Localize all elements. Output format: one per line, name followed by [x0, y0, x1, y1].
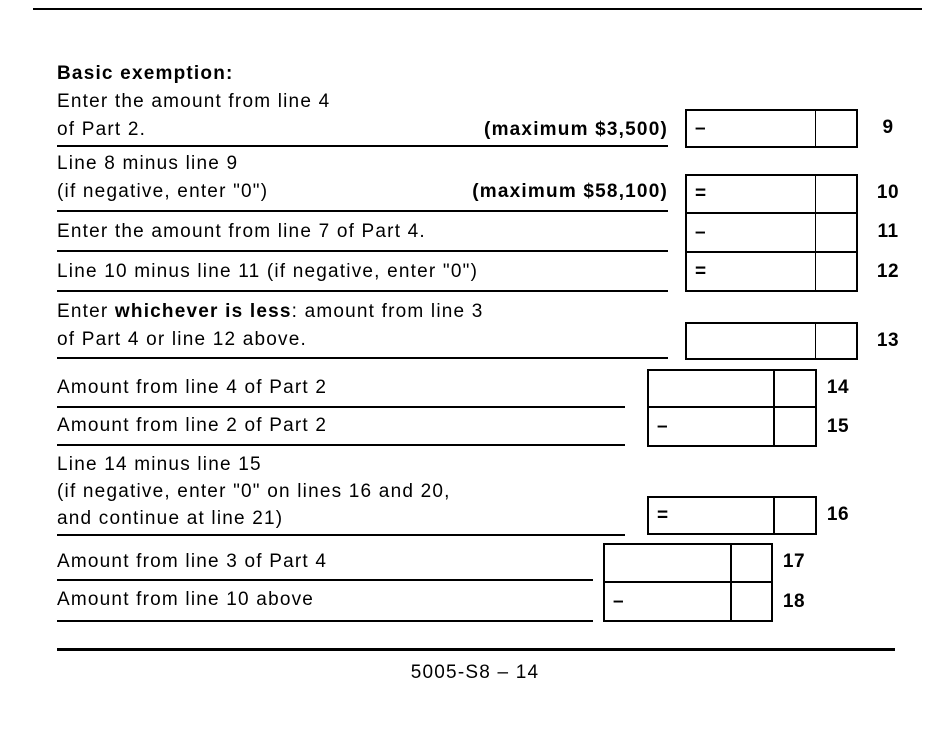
line-number-12: 12: [876, 261, 900, 282]
line14-amount-field[interactable]: [649, 371, 773, 406]
footer-separator-line: [57, 648, 895, 651]
line16-cents-field[interactable]: [773, 498, 815, 533]
line15-amount-box: –: [649, 406, 815, 445]
row13-line2: of Part 4 or line 12 above.: [57, 329, 307, 350]
row16-description: Line 14 minus line 15 (if negative, ente…: [57, 451, 451, 532]
minus-sign: –: [695, 117, 706, 139]
section-title: Basic exemption:: [57, 63, 234, 84]
line18-amount-box: –: [605, 581, 771, 620]
lines17-18-box-group: –: [603, 543, 773, 622]
row9-line2: of Part 2.: [57, 119, 147, 140]
line10-cents-field[interactable]: [815, 176, 856, 212]
row17-description: Amount from line 3 of Part 4: [57, 551, 328, 572]
row9-maximum: (maximum $3,500): [484, 119, 668, 140]
line10-amount-field[interactable]: =: [687, 176, 815, 212]
line15-cents-field[interactable]: [773, 408, 815, 445]
row10-line1: Line 8 minus line 9: [57, 153, 239, 174]
line-number-18: 18: [782, 591, 806, 612]
line-number-15: 15: [826, 416, 850, 437]
line9-amount-field[interactable]: –: [687, 111, 815, 146]
row9-description: Basic exemption: Enter the amount from l…: [57, 60, 330, 144]
row15-description: Amount from line 2 of Part 2: [57, 415, 328, 436]
row9-underline: [57, 145, 668, 147]
equals-sign: =: [695, 260, 707, 282]
row17-underline: [57, 579, 593, 581]
page-number: 5005-S8 – 14: [410, 662, 540, 683]
line9-amount-box: –: [685, 109, 858, 148]
row16-line3: and continue at line 21): [57, 508, 284, 529]
minus-sign: –: [695, 221, 706, 243]
row10-description: Line 8 minus line 9 (if negative, enter …: [57, 150, 268, 206]
line-number-11: 11: [877, 221, 899, 242]
row13-underline: [57, 357, 668, 359]
line13-cents-field[interactable]: [815, 324, 856, 358]
minus-sign: –: [657, 415, 668, 437]
row9-line1: Enter the amount from line 4: [57, 91, 331, 112]
line-number-9: 9: [882, 117, 894, 138]
line16-amount-box: =: [647, 496, 817, 535]
row13-line1: Enter whichever is less: amount from lin…: [57, 301, 484, 322]
row10-maximum: (maximum $58,100): [472, 181, 668, 202]
lines10-12-box-group: = – =: [685, 174, 858, 292]
line-number-13: 13: [876, 330, 900, 351]
line14-cents-field[interactable]: [773, 371, 815, 406]
line-number-16: 16: [826, 504, 850, 525]
row10-underline: [57, 210, 668, 212]
row11-underline: [57, 250, 668, 252]
row18-description: Amount from line 10 above: [57, 589, 315, 610]
line12-cents-field[interactable]: [815, 253, 856, 290]
line13-amount-box: [685, 322, 858, 360]
line9-cents-field[interactable]: [815, 111, 856, 146]
row12-description: Line 10 minus line 11 (if negative, ente…: [57, 261, 479, 282]
row14-description: Amount from line 4 of Part 2: [57, 377, 328, 398]
top-separator-line: [33, 8, 922, 10]
row16-underline: [57, 534, 625, 536]
line-number-17: 17: [782, 551, 806, 572]
row11-description: Enter the amount from line 7 of Part 4.: [57, 221, 426, 242]
line11-cents-field[interactable]: [815, 214, 856, 251]
line12-amount-field[interactable]: =: [687, 253, 815, 290]
line12-amount-box: =: [687, 251, 856, 290]
line-number-14: 14: [826, 377, 850, 398]
line17-amount-field[interactable]: [605, 545, 730, 581]
line-number-10: 10: [876, 182, 900, 203]
line13-amount-field[interactable]: [687, 324, 815, 358]
minus-sign: –: [613, 590, 624, 612]
lines14-15-box-group: –: [647, 369, 817, 447]
row12-underline: [57, 290, 668, 292]
row16-line2: (if negative, enter "0" on lines 16 and …: [57, 481, 451, 502]
line15-amount-field[interactable]: –: [649, 408, 773, 445]
line17-cents-field[interactable]: [730, 545, 771, 581]
equals-sign: =: [695, 183, 707, 204]
row18-underline: [57, 620, 593, 622]
row15-underline: [57, 444, 625, 446]
row10-line2: (if negative, enter "0"): [57, 181, 269, 202]
whichever-is-less-bold: whichever is less: [114, 301, 292, 322]
line10-amount-box: =: [687, 176, 856, 212]
equals-sign: =: [657, 504, 669, 526]
row13-description: Enter whichever is less: amount from lin…: [57, 298, 484, 354]
row14-underline: [57, 406, 625, 408]
line14-amount-box: [649, 371, 815, 406]
line17-amount-box: [605, 545, 771, 581]
line11-amount-box: –: [687, 212, 856, 251]
line11-amount-field[interactable]: –: [687, 214, 815, 251]
line16-amount-field[interactable]: =: [649, 498, 773, 533]
row16-line1: Line 14 minus line 15: [57, 454, 262, 475]
line18-cents-field[interactable]: [730, 583, 771, 620]
line18-amount-field[interactable]: –: [605, 583, 730, 620]
